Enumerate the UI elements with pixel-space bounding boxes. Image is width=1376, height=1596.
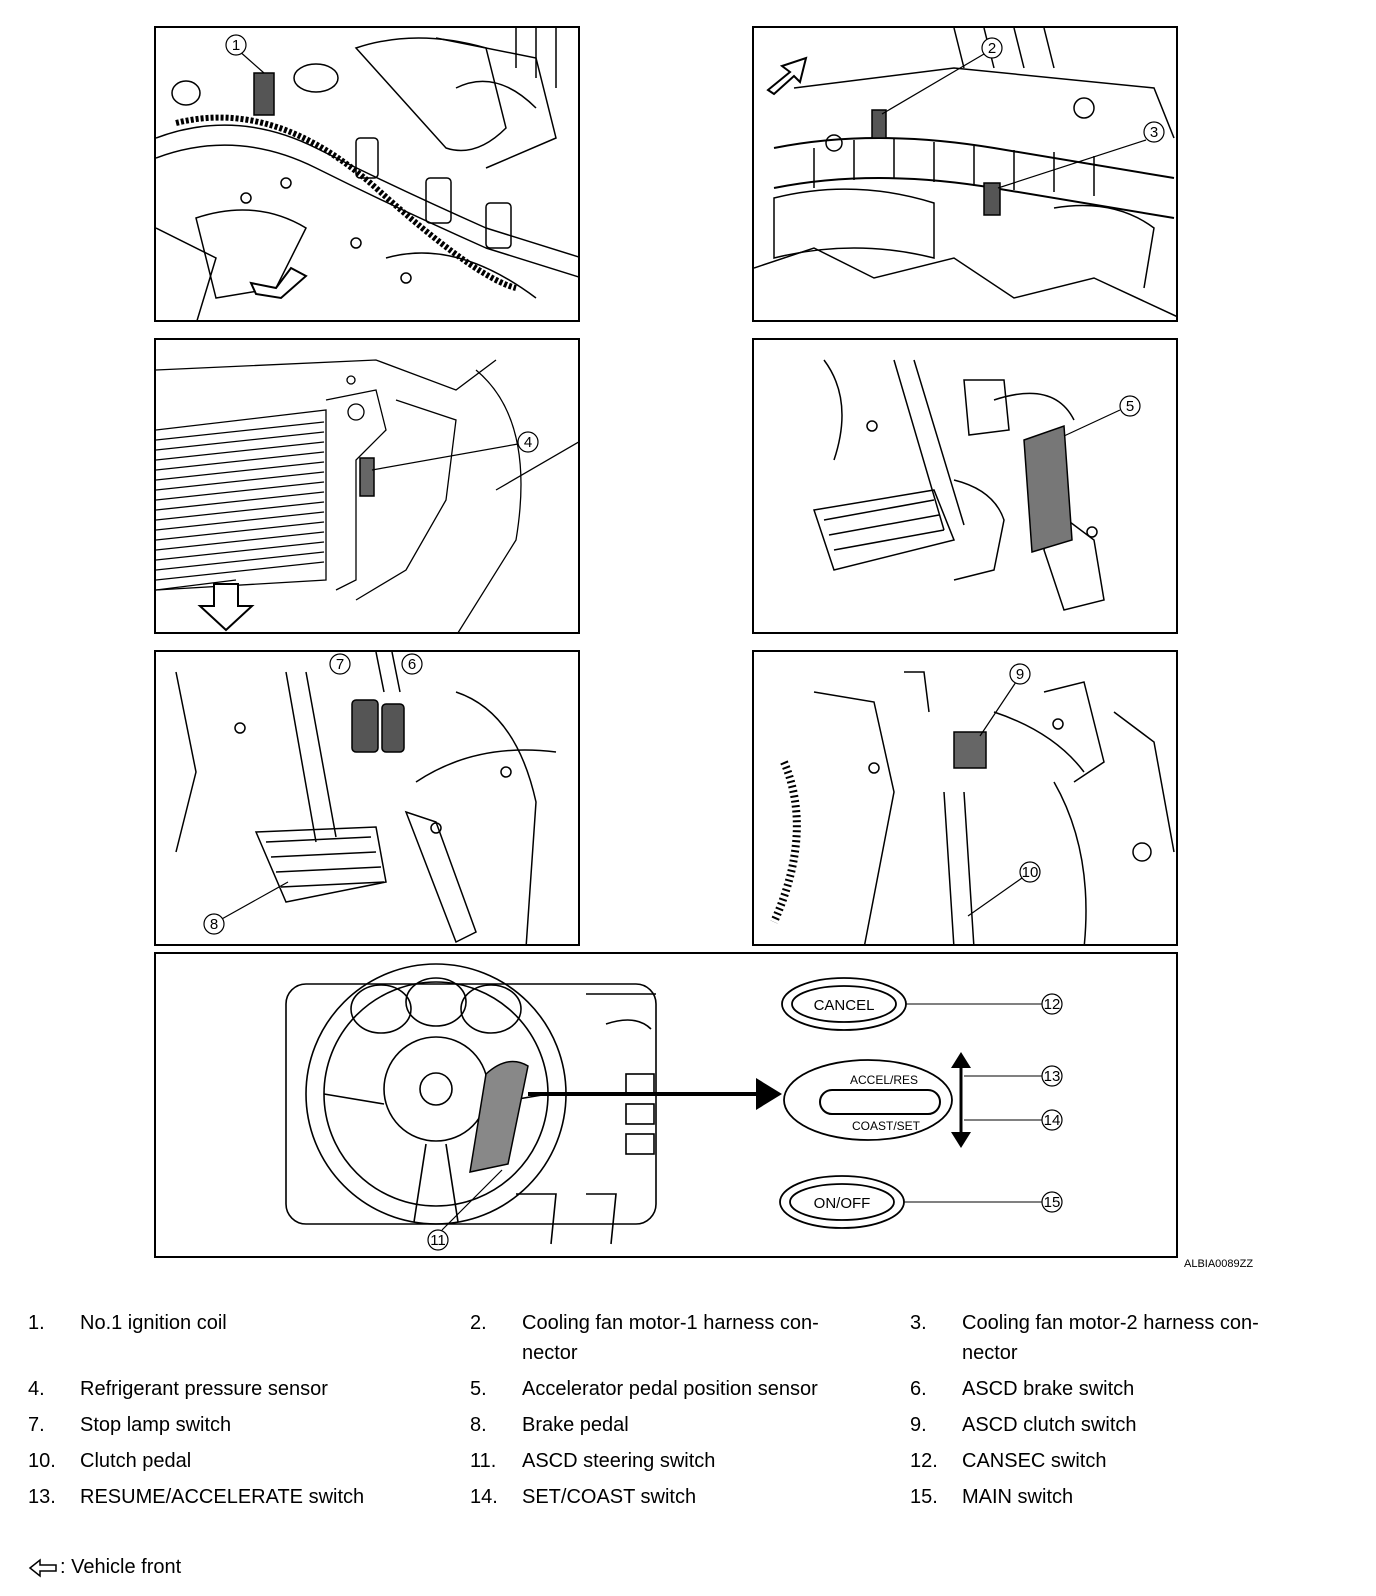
panel-accelerator-sensor: 5	[752, 338, 1178, 634]
panel-ignition-coil: 1	[154, 26, 580, 322]
cancel-switch-label: CANCEL	[814, 997, 875, 1014]
accelerator-sensor-highlight	[1023, 424, 1073, 553]
panel-cooling-fan: 2 3	[752, 26, 1178, 322]
steering-wheel-illustration: 11 CANCEL 12 ACCEL/RES COAST/SET 13 14 O…	[285, 963, 1063, 1251]
ascd-clutch-switch-highlight	[953, 731, 987, 769]
callout-4	[517, 431, 539, 453]
pointer-arrow-icon	[756, 1078, 782, 1110]
vehicle-front-arrow-icon	[197, 583, 255, 632]
callout-3	[1143, 121, 1165, 143]
callout-6	[401, 653, 423, 675]
clutch-pedal-illustration: 9 10	[770, 663, 1175, 944]
condenser-illustration: 4	[156, 359, 578, 632]
vehicle-front-arrow-icon	[766, 56, 808, 96]
callout-10-label: 10	[1022, 864, 1039, 881]
callout-10	[1019, 861, 1041, 883]
on-off-switch-label: ON/OFF	[814, 1195, 871, 1212]
brake-pedal-illustration: 7 6 8	[175, 652, 557, 944]
callout-4-label: 4	[524, 434, 532, 451]
radiator-area-illustration: 2 3	[754, 28, 1176, 317]
callout-7-label: 7	[336, 656, 344, 673]
accel-res-label: ACCEL/RES	[850, 1073, 918, 1087]
callout-14	[1041, 1109, 1063, 1131]
stop-lamp-switch-highlight	[351, 699, 379, 753]
panel-clutch-pedal: 9 10	[752, 650, 1178, 946]
callout-2-label: 2	[988, 40, 996, 57]
parts-legend: 1.No.1 ignition coil 2.Cooling fan motor…	[28, 1312, 1259, 1508]
panel-refrigerant-sensor: 4	[154, 338, 580, 634]
vehicle-front-label: : Vehicle front	[60, 1556, 182, 1578]
callout-9	[1009, 663, 1031, 685]
panel-steering-switch: 11 CANCEL 12 ACCEL/RES COAST/SET 13 14 O…	[154, 952, 1178, 1258]
ascd-brake-switch-highlight	[381, 703, 405, 753]
callout-15-label: 15	[1044, 1194, 1061, 1211]
vehicle-front-arrow-icon	[249, 266, 308, 300]
refrigerant-sensor-highlight	[359, 457, 375, 497]
callout-8-label: 8	[210, 916, 218, 933]
panel-brake-pedal: 7 6 8	[154, 650, 580, 946]
ascd-steering-switch-highlight	[469, 1060, 529, 1173]
callout-15	[1041, 1191, 1063, 1213]
callout-2	[981, 37, 1003, 59]
callout-8	[203, 913, 225, 935]
callout-3-label: 3	[1150, 124, 1158, 141]
callout-12-label: 12	[1044, 996, 1061, 1013]
callout-5	[1119, 395, 1141, 417]
up-arrow-icon	[951, 1052, 971, 1068]
callout-13	[1041, 1065, 1063, 1087]
on-off-switch-button	[789, 1183, 895, 1221]
cancel-switch-button	[791, 985, 897, 1023]
down-arrow-icon	[951, 1132, 971, 1148]
engine-bay-illustration: 1	[156, 28, 578, 320]
ignition-coil-highlight	[253, 72, 275, 116]
callout-6-label: 6	[408, 656, 416, 673]
callout-1	[225, 34, 247, 56]
callout-12	[1041, 993, 1063, 1015]
callout-9-label: 9	[1016, 666, 1024, 683]
connector-2-highlight	[871, 109, 887, 139]
callout-11-label: 11	[430, 1232, 446, 1249]
callout-13-label: 13	[1044, 1068, 1061, 1085]
callout-5-label: 5	[1126, 398, 1134, 415]
accelerator-pedal-illustration: 5	[813, 359, 1141, 611]
accel-coast-switch-button	[819, 1089, 941, 1115]
callout-11	[427, 1229, 449, 1251]
vehicle-front-note: : Vehicle front	[28, 1556, 181, 1579]
vehicle-front-arrow-icon	[28, 1557, 57, 1578]
callout-1-label: 1	[232, 37, 240, 54]
callout-14-label: 14	[1044, 1112, 1061, 1129]
callout-7	[329, 653, 351, 675]
connector-3-highlight	[983, 182, 1001, 216]
figure-code: ALBIA0089ZZ	[1184, 1258, 1254, 1270]
coast-set-label: COAST/SET	[852, 1119, 921, 1133]
